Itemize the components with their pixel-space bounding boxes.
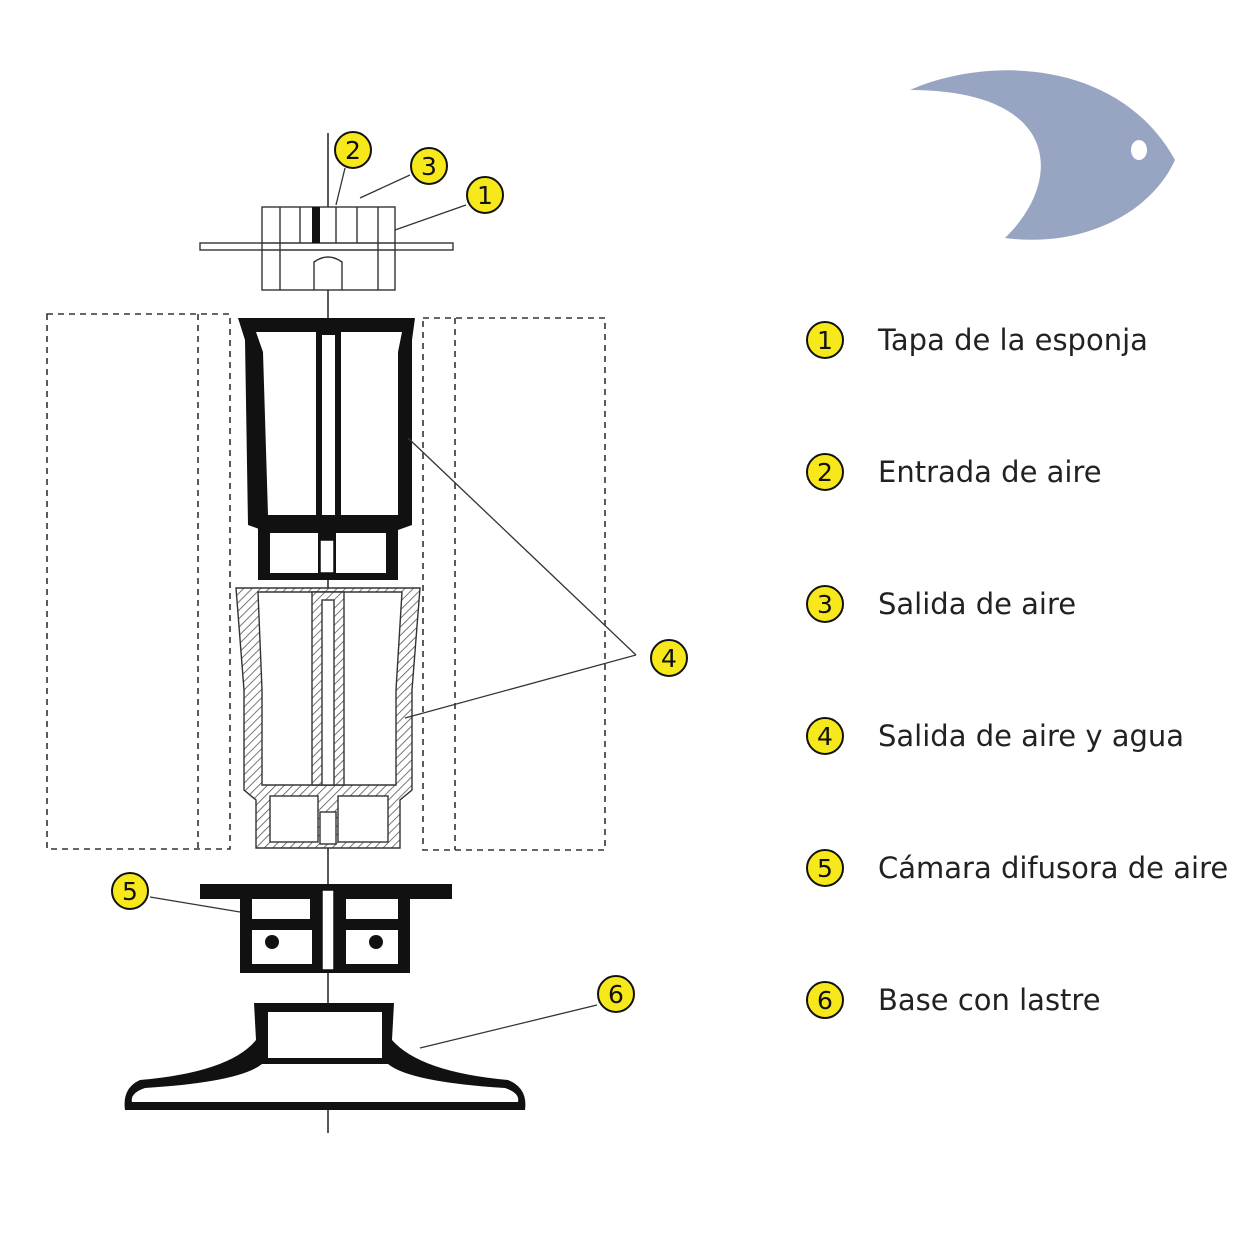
callout-3: 3 — [410, 147, 448, 185]
fish-icon — [910, 70, 1175, 240]
legend-item-5: 5 Cámara difusora de aire — [806, 848, 1228, 888]
legend-item-6: 6 Base con lastre — [806, 980, 1101, 1020]
callout-6: 6 — [597, 975, 635, 1013]
weighted-base — [124, 1003, 526, 1110]
sponge-right — [422, 317, 606, 851]
legend-label-1: Tapa de la esponja — [878, 323, 1148, 357]
upper-tube — [238, 318, 415, 580]
legend-badge-3: 3 — [806, 585, 844, 623]
leader-lines — [149, 167, 637, 1049]
legend-item-1: 1 Tapa de la esponja — [806, 320, 1148, 360]
air-diffuser-chamber — [200, 884, 452, 973]
callout-5: 5 — [111, 872, 149, 910]
sponge-cap — [199, 206, 454, 291]
legend-label-6: Base con lastre — [878, 983, 1101, 1017]
callout-1: 1 — [466, 176, 504, 214]
sponge-left — [46, 313, 231, 850]
legend-item-3: 3 Salida de aire — [806, 584, 1076, 624]
legend-badge-4: 4 — [806, 717, 844, 755]
legend-label-5: Cámara difusora de aire — [878, 851, 1229, 885]
legend-badge-2: 2 — [806, 453, 844, 491]
legend-label-2: Entrada de aire — [878, 455, 1102, 489]
legend-item-4: 4 Salida de aire y agua — [806, 716, 1184, 756]
legend-badge-6: 6 — [806, 981, 844, 1019]
lower-tube — [235, 587, 421, 849]
callout-2: 2 — [334, 131, 372, 169]
legend-label-4: Salida de aire y agua — [878, 719, 1185, 753]
legend-item-2: 2 Entrada de aire — [806, 452, 1102, 492]
legend-badge-5: 5 — [806, 849, 844, 887]
legend-label-3: Salida de aire — [878, 587, 1077, 621]
legend-badge-1: 1 — [806, 321, 844, 359]
callout-4: 4 — [650, 639, 688, 677]
